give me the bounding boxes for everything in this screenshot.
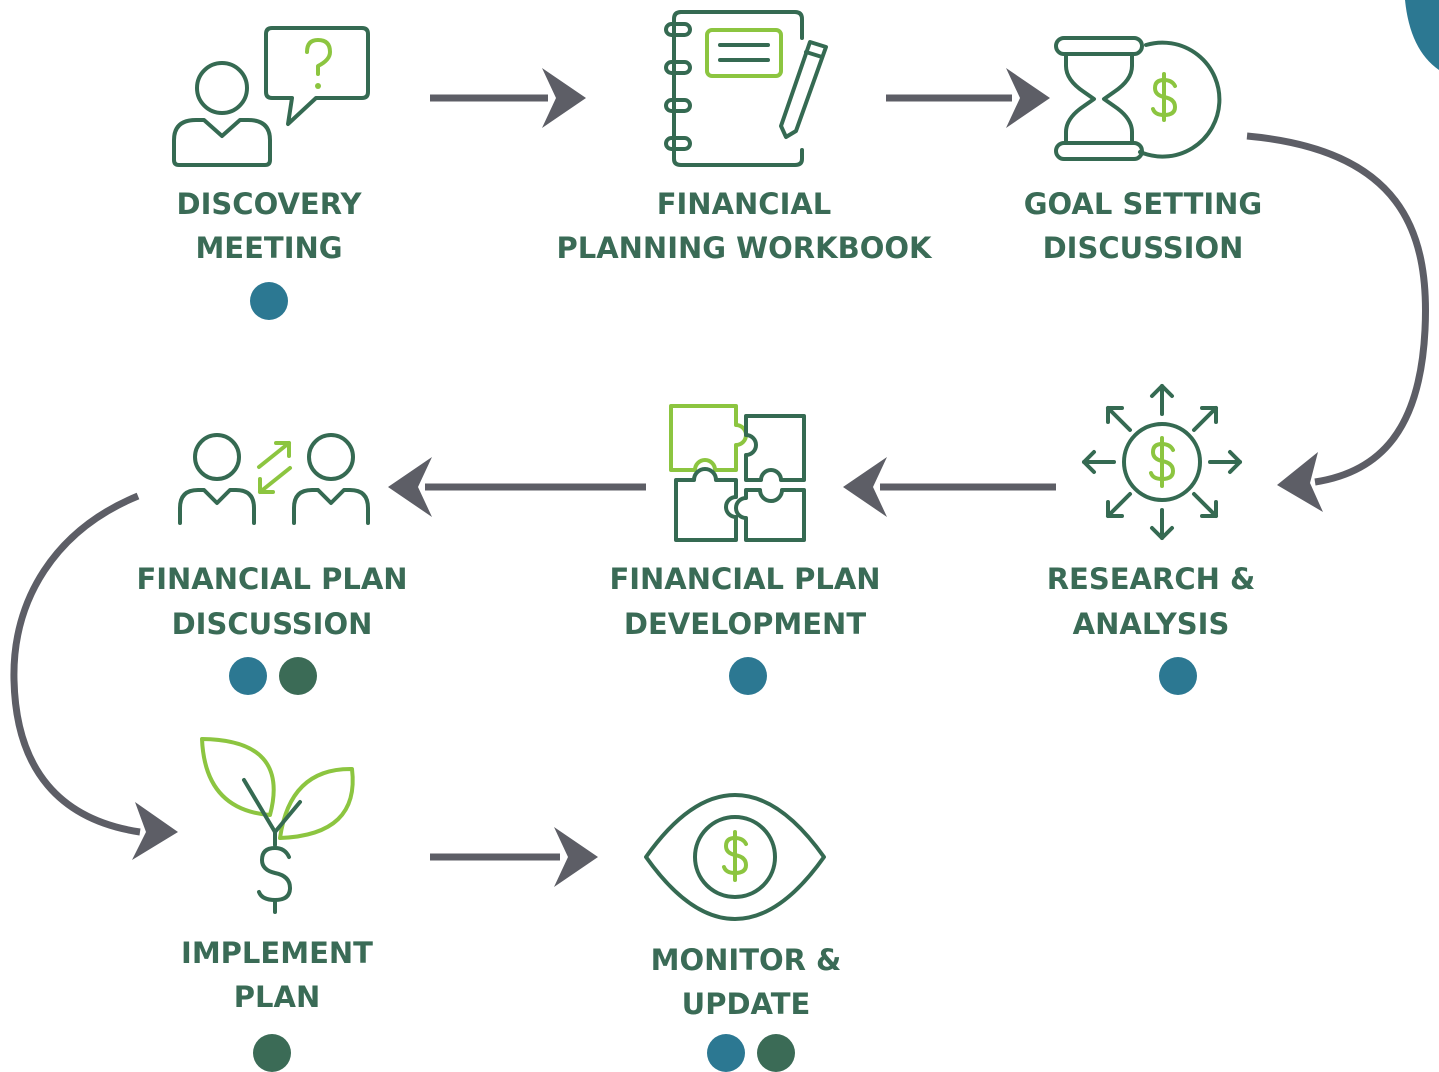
status-dot-teal [1159, 657, 1197, 695]
step-label-line1: FINANCIAL PLAN [136, 562, 407, 596]
arrow-workbook-to-goal [886, 68, 1050, 128]
step-label-line1: DISCOVERY [177, 187, 363, 221]
hourglass-coin-icon [1054, 36, 1222, 161]
step-label-line2: UPDATE [682, 987, 811, 1021]
step-label-line2: DISCUSSION [172, 607, 373, 641]
status-dot-green [757, 1034, 795, 1072]
arrow-discussion-to-implement [10, 492, 178, 860]
step-monitor-update: MONITOR & UPDATE [644, 793, 842, 1072]
step-discovery-meeting: DISCOVERY MEETING [172, 26, 370, 320]
corner-decoration [1405, 0, 1439, 70]
notebook-pencil-icon [664, 10, 828, 167]
status-dot-green [279, 657, 317, 695]
flow-arrows [10, 68, 1429, 887]
step-financial-plan-discussion: FINANCIAL PLAN DISCUSSION [136, 433, 408, 695]
puzzle-icon [669, 404, 806, 542]
step-label-line1: IMPLEMENT [181, 936, 373, 970]
status-dot-teal [250, 282, 288, 320]
arrow-implement-to-monitor [430, 827, 598, 887]
two-people-exchange-icon [178, 433, 370, 525]
status-dot-teal [729, 657, 767, 695]
status-dot-green [253, 1034, 291, 1072]
status-dot-teal [229, 657, 267, 695]
arrow-research-to-development [843, 457, 1056, 517]
step-label-line1: MONITOR & [651, 943, 842, 977]
step-label-line1: RESEARCH & [1047, 562, 1256, 596]
step-label-line1: GOAL SETTING [1024, 187, 1263, 221]
step-label-line2: MEETING [195, 231, 342, 265]
step-label-line1: FINANCIAL [657, 187, 832, 221]
step-label-line2: DEVELOPMENT [624, 607, 866, 641]
step-label-line2: ANALYSIS [1073, 607, 1230, 641]
status-dot-teal [707, 1034, 745, 1072]
arrow-goal-to-research [1246, 132, 1429, 512]
step-financial-planning-workbook: FINANCIAL PLANNING WORKBOOK [556, 10, 933, 265]
person-question-bubble-icon [172, 26, 370, 167]
step-label-line1: FINANCIAL PLAN [609, 562, 880, 596]
step-label-line2: DISCUSSION [1043, 231, 1244, 265]
step-goal-setting-discussion: GOAL SETTING DISCUSSION [1024, 36, 1263, 265]
step-label-line2: PLANNING WORKBOOK [556, 231, 933, 265]
step-financial-plan-development: FINANCIAL PLAN DEVELOPMENT [609, 404, 881, 695]
step-label-line2: PLAN [234, 980, 320, 1014]
dollar-radiating-arrows-icon [1082, 384, 1242, 540]
arrow-development-to-discussion [388, 457, 646, 517]
step-research-analysis: RESEARCH & ANALYSIS [1047, 384, 1256, 695]
sprout-dollar-icon [200, 737, 355, 914]
eye-dollar-icon [644, 793, 826, 921]
step-implement-plan: IMPLEMENT PLAN [181, 737, 373, 1072]
arrow-discovery-to-workbook [430, 68, 586, 128]
